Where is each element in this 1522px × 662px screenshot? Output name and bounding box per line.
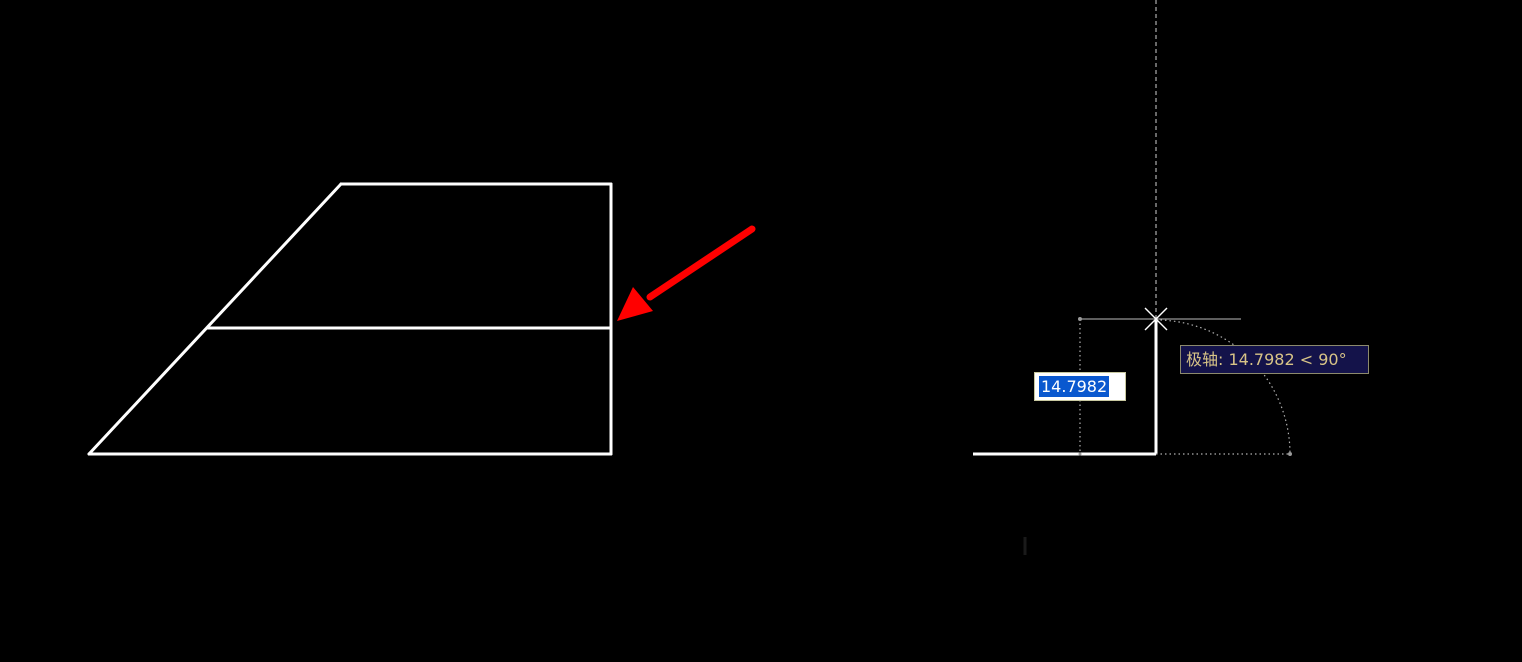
current-drawing[interactable]: [973, 319, 1158, 456]
angle-end-point: [1288, 452, 1292, 456]
polar-tracking-tooltip: 极轴: 14.7982 < 90°: [1180, 345, 1369, 374]
trapezoid-figure[interactable]: [87, 182, 613, 456]
crosshair-x-icon: [1144, 307, 1168, 331]
trapezoid-slanted-edge[interactable]: [87, 182, 343, 456]
dimension-end-point: [1078, 317, 1082, 321]
base-end-point: [1078, 452, 1082, 456]
dynamic-length-input[interactable]: 14.7982: [1034, 372, 1126, 401]
angle-arc: [1155, 319, 1291, 455]
red-arrow-icon: [617, 225, 756, 321]
dynamic-length-value[interactable]: 14.7982: [1039, 376, 1110, 397]
